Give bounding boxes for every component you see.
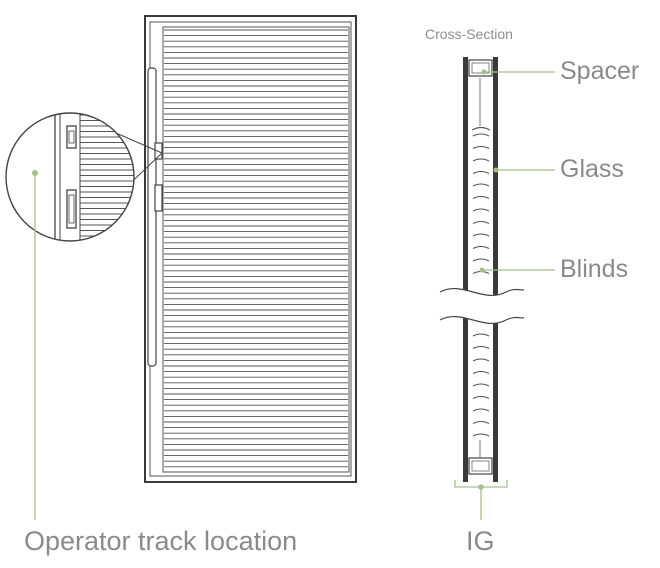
- spacer-top: [468, 59, 493, 77]
- operator-track-label: Operator track location: [24, 526, 298, 556]
- magnifier-detail: [5, 112, 163, 242]
- section-slat: [472, 221, 490, 224]
- section-slat: [472, 371, 490, 374]
- section-slat: [472, 408, 490, 412]
- glass-pane-left: [463, 57, 468, 482]
- callouts: [32, 69, 555, 520]
- section-slat: [472, 258, 490, 262]
- operator-knob-lower: [154, 184, 163, 212]
- section-slat: [472, 358, 490, 362]
- section-slat: [472, 396, 490, 399]
- section-slat: [472, 133, 490, 137]
- section-slat: [472, 246, 490, 249]
- glass-label: Glass: [560, 155, 624, 183]
- cross-section-title: Cross-Section: [425, 26, 513, 42]
- ig-callout-dot: [478, 484, 484, 490]
- section-slat: [472, 171, 490, 174]
- outer-frame: [144, 15, 357, 483]
- inner-frame: [149, 21, 352, 477]
- break-line-top: [439, 287, 525, 297]
- spacer-label: Spacer: [560, 57, 640, 85]
- spacer-callout-dot: [481, 69, 487, 75]
- break-mask: [440, 288, 524, 324]
- section-slat: [472, 233, 490, 237]
- operator-track-rail: [147, 67, 157, 367]
- blind-slats-section: [471, 126, 491, 437]
- section-slat: [472, 383, 490, 387]
- break-line-bottom: [439, 315, 525, 325]
- glass-callout-dot: [493, 167, 499, 173]
- section-slat: [472, 433, 490, 437]
- window-front-view: [144, 15, 357, 483]
- section-slat: [471, 126, 491, 131]
- section-slat: [472, 333, 490, 337]
- glass-panel: [162, 26, 350, 473]
- spacer-bottom: [468, 457, 493, 475]
- section-slat: [472, 146, 490, 149]
- operator-track-callout-dot: [32, 170, 38, 176]
- blinds-callout-dot: [479, 267, 485, 273]
- section-slat: [472, 421, 490, 424]
- ig-label: IG: [466, 526, 495, 556]
- section-slat: [472, 183, 490, 187]
- section-slat: [472, 196, 490, 199]
- section-slat: [472, 208, 490, 212]
- section-slat: [472, 346, 490, 349]
- lens-ring: [5, 112, 135, 242]
- section-slat: [472, 158, 490, 162]
- blinds-label: Blinds: [560, 255, 629, 283]
- blind-slats: [164, 29, 348, 468]
